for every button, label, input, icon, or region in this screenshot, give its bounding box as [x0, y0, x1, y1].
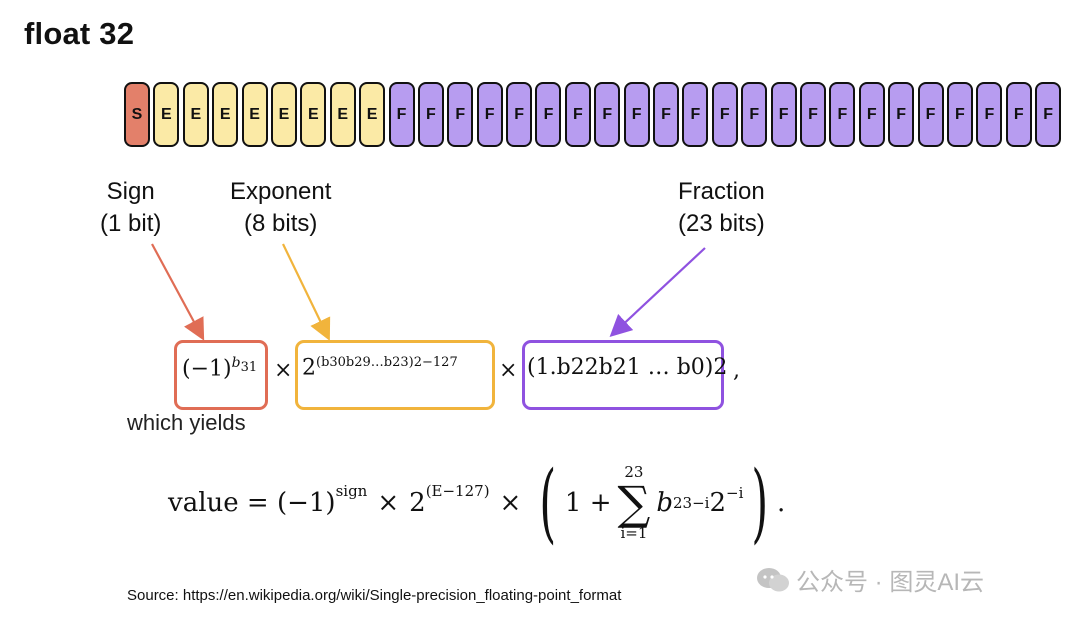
bit-cell: F	[417, 82, 444, 147]
bit-cell: F	[564, 82, 591, 147]
sign-label: Sign (1 bit)	[100, 176, 161, 240]
bit-cell: E	[329, 82, 356, 147]
times-2: ×	[499, 358, 518, 383]
bit-cell: F	[858, 82, 885, 147]
bit-cell: E	[153, 82, 180, 147]
bit-cell: E	[300, 82, 327, 147]
bit-cell: F	[888, 82, 915, 147]
bit-cell: F	[535, 82, 562, 147]
exponent-label: Exponent (8 bits)	[230, 176, 331, 240]
sign-box	[174, 340, 268, 410]
bit-cell: F	[506, 82, 533, 147]
exponent-arrow	[282, 243, 331, 341]
bit-cell: E	[212, 82, 239, 147]
source-citation: Source: https://en.wikipedia.org/wiki/Si…	[127, 587, 622, 604]
bit-cell: F	[476, 82, 503, 147]
exponent-box	[295, 340, 495, 410]
page-title: float 32	[24, 16, 135, 51]
bit-cell: F	[653, 82, 680, 147]
bit-cell: E	[182, 82, 209, 147]
fraction-label: Fraction (23 bits)	[678, 176, 765, 240]
wechat-icon	[757, 567, 789, 591]
which-yields-text: which yields	[127, 410, 246, 435]
value-formula: value = (−1)sign × 2(E−127) × ( 1 + 23 ∑…	[168, 453, 786, 553]
bit-cell: F	[1005, 82, 1032, 147]
sign-label-size: (1 bit)	[100, 210, 162, 237]
sign-term: (−1)b31	[182, 355, 258, 382]
bit-cell: F	[1035, 82, 1062, 147]
bit-cell: E	[270, 82, 297, 147]
exponent-term: 2(b30b29…b23)2−127	[302, 355, 458, 381]
sign-arrow	[151, 243, 205, 341]
times-1: ×	[274, 358, 293, 383]
bit-cell: E	[241, 82, 268, 147]
fraction-label-name: Fraction	[678, 178, 765, 205]
fraction-term: (1.b22b21 … b0)2	[527, 355, 728, 380]
bit-cell: E	[359, 82, 386, 147]
exponent-label-name: Exponent	[230, 178, 332, 205]
bit-cell: F	[447, 82, 474, 147]
bit-cell: F	[682, 82, 709, 147]
bit-cell: F	[623, 82, 650, 147]
fraction-label-size: (23 bits)	[678, 210, 765, 237]
exponent-label-size: (8 bits)	[244, 210, 318, 237]
bit-cell: F	[917, 82, 944, 147]
bit-cell: F	[946, 82, 973, 147]
summation: 23 ∑ i=1	[617, 463, 651, 542]
bit-cell: F	[388, 82, 415, 147]
bit-cell: F	[741, 82, 768, 147]
fraction-box	[522, 340, 724, 410]
bit-cell: S	[124, 82, 150, 147]
bit-cell: F	[799, 82, 826, 147]
bit-cell: F	[829, 82, 856, 147]
fraction-arrow	[609, 247, 706, 338]
bit-cell: F	[976, 82, 1003, 147]
bit-cell: F	[770, 82, 797, 147]
watermark: 公众号 · 图灵AI云	[756, 562, 984, 597]
bit-cell: F	[711, 82, 738, 147]
sign-label-name: Sign	[106, 178, 155, 205]
bit-cell: F	[594, 82, 621, 147]
trailing-comma: ,	[733, 358, 740, 383]
